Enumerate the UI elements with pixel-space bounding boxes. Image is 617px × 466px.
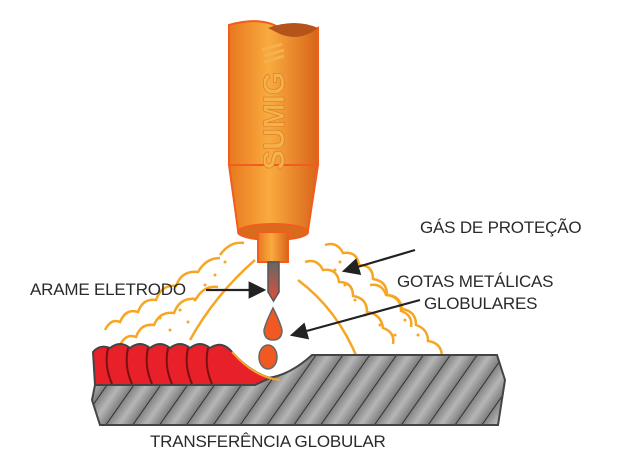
droplet-teardrop (263, 306, 283, 341)
torch-logo: SUMIG (258, 72, 291, 170)
weld-pool-edge (231, 351, 281, 381)
electrode-wire (267, 261, 280, 303)
caption: TRANSFERÊNCIA GLOBULAR (150, 432, 386, 451)
shielding-gas-right (297, 242, 444, 361)
bead-ripples (105, 347, 213, 385)
welding-torch: SUMIG (227, 20, 320, 263)
arrow-droplets (289, 298, 421, 340)
label-electrode-wire: ARAME ELETRODO (30, 280, 186, 299)
label-droplets-line2: GLOBULARES (424, 294, 538, 313)
label-shielding-gas: GÁS DE PROTEÇÃO (420, 218, 582, 237)
arrow-gas (341, 248, 416, 276)
droplet-oval (258, 344, 278, 370)
shielding-gas-left (103, 241, 256, 346)
logo-stripes-icon (261, 42, 285, 64)
label-droplets-line1: GOTAS METÁLICAS (397, 272, 554, 291)
weld-bead (91, 343, 273, 386)
